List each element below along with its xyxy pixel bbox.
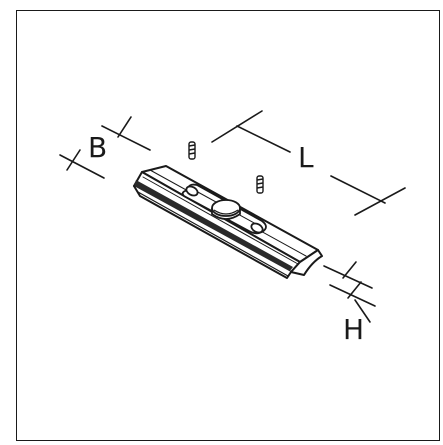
dimension-h-extension-bottom bbox=[329, 284, 376, 307]
screw-right-thread-1 bbox=[256, 178, 264, 181]
clamp-bar-end-face bbox=[290, 249, 323, 276]
dimension-b bbox=[59, 116, 151, 179]
clamp-bar-lip-line bbox=[137, 191, 289, 277]
clamp-knob bbox=[211, 199, 241, 220]
screw-left bbox=[188, 141, 196, 160]
dimension-label-b: B bbox=[88, 131, 108, 164]
dimension-l-line-lower bbox=[330, 175, 386, 204]
dimension-h-tick-top bbox=[342, 261, 357, 279]
screw-left-thread-2 bbox=[188, 148, 196, 151]
clamp-bar-front-face bbox=[133, 171, 301, 273]
dimension-b-tick-near bbox=[66, 149, 81, 171]
screw-right bbox=[256, 175, 264, 194]
dimension-label-l: L bbox=[298, 141, 314, 174]
dimension-h-leader bbox=[354, 299, 371, 323]
dimension-h bbox=[323, 261, 376, 323]
dimension-b-extension-far bbox=[101, 125, 151, 151]
dimension-l-extension-right bbox=[354, 187, 406, 216]
screw-left-thread-3 bbox=[188, 152, 196, 155]
dimension-b-tick-far bbox=[117, 116, 132, 138]
clamp-bar-lip bbox=[133, 185, 292, 279]
clamp-bar-groove-shade bbox=[134, 180, 293, 272]
screw-left-thread-1 bbox=[188, 144, 196, 147]
dimension-label-h: H bbox=[343, 313, 365, 346]
dimension-h-tick-bottom bbox=[347, 281, 362, 299]
knob-shadow bbox=[213, 209, 239, 215]
dimension-h-extension-top bbox=[323, 265, 373, 289]
screw-right-thread-3 bbox=[256, 186, 264, 189]
clamp-bar-edge-line bbox=[142, 176, 299, 265]
clamp-bar bbox=[133, 165, 323, 279]
slot-hole-right bbox=[250, 222, 264, 234]
dimension-b-extension-near bbox=[59, 154, 105, 179]
dimension-l bbox=[211, 110, 406, 216]
slot-hole-left bbox=[185, 185, 199, 197]
dimension-l-line-upper bbox=[236, 125, 291, 153]
screw-right-thread-2 bbox=[256, 182, 264, 185]
